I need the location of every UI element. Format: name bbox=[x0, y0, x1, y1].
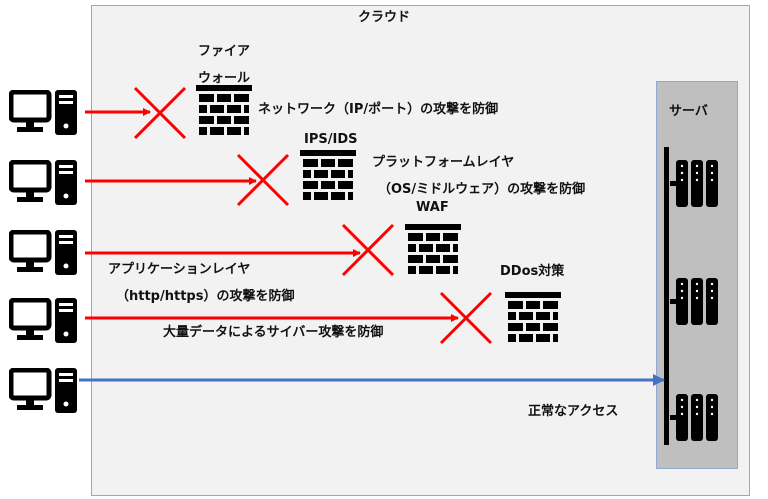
ips-ids-label: IPS/IDS bbox=[304, 132, 358, 147]
server-rack-icon bbox=[670, 394, 718, 441]
pc-icon bbox=[11, 90, 77, 135]
firewall-description: ネットワーク（IP/ポート）の攻撃を防御 bbox=[258, 102, 499, 117]
firewall-label: ファイア bbox=[198, 44, 251, 59]
waf-description: アプリケーションレイヤ bbox=[108, 262, 251, 277]
ddos-description: 大量データによるサイバー攻撃を防御 bbox=[163, 325, 384, 340]
ips-ids-description: プラットフォームレイヤ bbox=[372, 155, 515, 170]
pc-icon bbox=[11, 368, 77, 413]
server-label: サーバ bbox=[669, 104, 708, 119]
waf-description: （http/https）の攻撃を防御 bbox=[116, 289, 295, 304]
pc-icon bbox=[11, 160, 77, 205]
server-rack-icon bbox=[670, 160, 718, 207]
normal-access-label: 正常なアクセス bbox=[528, 404, 619, 419]
pc-icon bbox=[11, 298, 77, 343]
pc-icon bbox=[11, 230, 77, 275]
block-x-icon bbox=[133, 86, 493, 345]
firewall-label: ウォール bbox=[198, 71, 251, 86]
server-rack-bar bbox=[664, 147, 669, 445]
waf-label: WAF bbox=[416, 200, 449, 215]
server-rack-icon bbox=[670, 278, 718, 325]
cloud-label: クラウド bbox=[358, 10, 411, 25]
ips-ids-description: （OS/ミドルウェア）の攻撃を防御 bbox=[378, 182, 586, 197]
ddos-label: DDos対策 bbox=[500, 264, 565, 279]
